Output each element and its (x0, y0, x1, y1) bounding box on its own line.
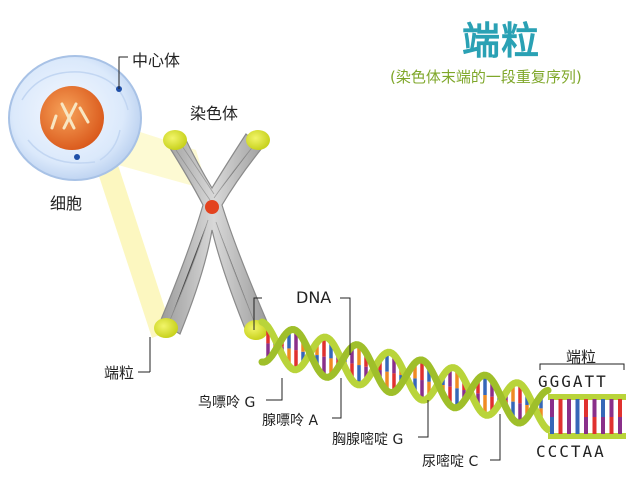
telomere-tip-tr (246, 130, 270, 150)
label-base-guanine: 鸟嘌呤 G (198, 395, 256, 411)
label-dna: DNA (296, 288, 332, 307)
sequence-top: GGGATT (538, 372, 608, 391)
label-telomere-left: 端粒 (104, 364, 135, 382)
nucleus (40, 86, 104, 150)
page-title: 端粒 (462, 19, 541, 63)
label-base-uracil: 尿嘧啶 C (422, 454, 479, 470)
label-base-adenine: 腺嘌呤 A (262, 413, 319, 429)
telomere-sequence-bars (548, 394, 626, 439)
centromere (205, 200, 219, 214)
leader-lines (118, 56, 625, 461)
nucleus-chromosomes (50, 102, 90, 130)
telomere-tip-tl (163, 130, 187, 150)
label-base-cytosine: 胸腺嘧啶 G (332, 432, 404, 448)
telomere-tip-bl (154, 318, 178, 338)
label-telomere-right: 端粒 (566, 348, 597, 366)
sequence-bottom: CCCTAA (536, 442, 606, 461)
label-cell: 细胞 (50, 194, 83, 213)
label-chromosome: 染色体 (190, 104, 239, 123)
page-subtitle: (染色体末端的一段重复序列) (390, 68, 582, 86)
label-centrosome: 中心体 (132, 51, 181, 70)
cell (8, 55, 142, 181)
chromosome (154, 130, 270, 340)
dna-helix (258, 318, 552, 434)
